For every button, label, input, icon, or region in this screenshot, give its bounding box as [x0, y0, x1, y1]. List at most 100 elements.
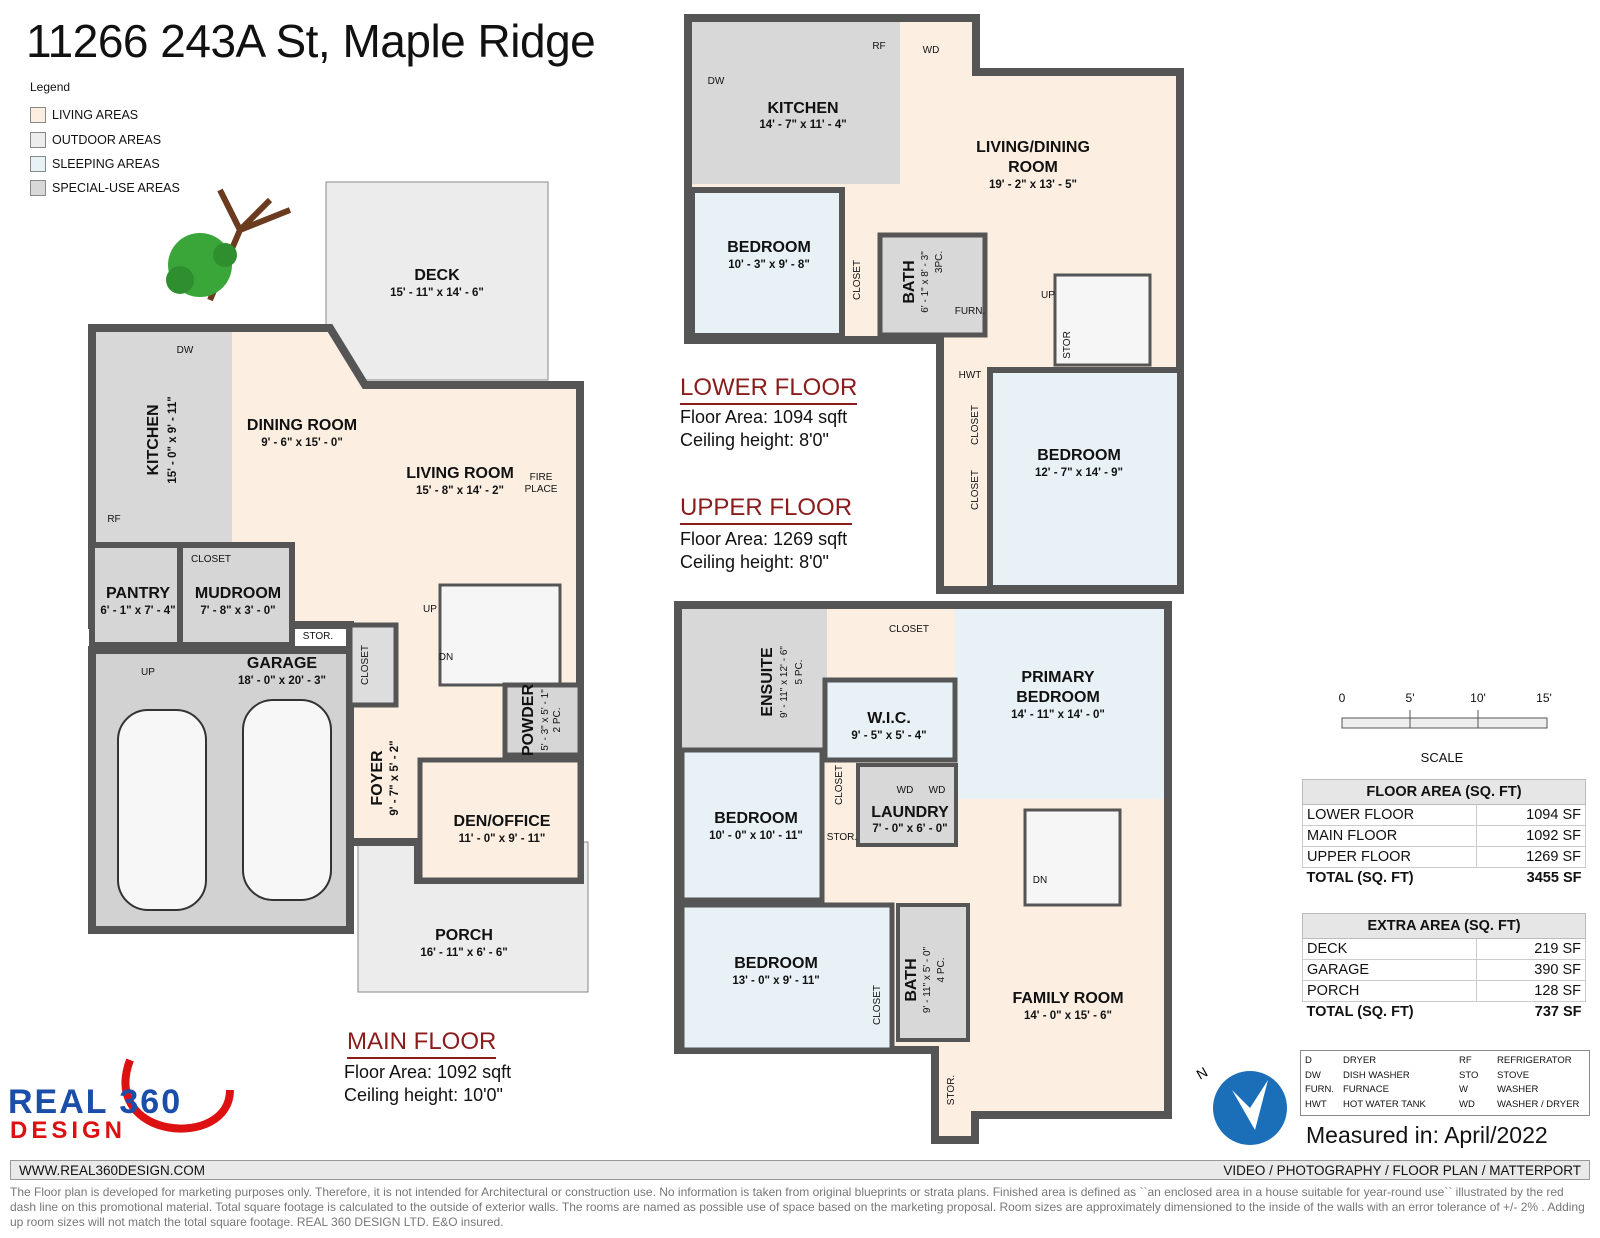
legend-special: SPECIAL-USE AREAS [30, 180, 180, 196]
legend-heading: Legend [30, 80, 71, 94]
bedroom-up1-name: BEDROOM [714, 810, 798, 827]
livingdining-name-2: ROOM [1008, 159, 1058, 176]
den-name: DEN/OFFICE [454, 813, 551, 830]
powder-extra: 2 PC. [552, 707, 563, 732]
legend-sleeping: SLEEPING AREAS [30, 156, 160, 172]
scale-bar [1341, 710, 1548, 729]
lower-rf-label: RF [872, 41, 885, 52]
fireplace-label-1: FIRE [530, 472, 553, 483]
laundry-name: LAUNDRY [871, 804, 949, 821]
laundry-dim: 7' - 0" x 6' - 0" [872, 823, 947, 835]
bedroom-lower1-dim: 10' - 3" x 9' - 8" [728, 259, 810, 271]
lower-floor-area: Floor Area: 1094 sqft [680, 407, 848, 427]
main-stor-label: STOR. [303, 631, 333, 642]
lower-floor-heading: LOWER FLOOR [680, 374, 858, 405]
bath-up-extra: 4 PC. [936, 957, 947, 982]
primary-name-1: PRIMARY [1021, 669, 1095, 686]
lower-closet-2-label: CLOSET [970, 405, 981, 445]
scale-tick-5: 5' [1406, 691, 1415, 705]
compass-label: N [1194, 1064, 1211, 1083]
upper-stor-label: STOR. [827, 832, 857, 843]
tree-icon [166, 188, 292, 302]
lower-up-label: UP [1041, 290, 1055, 301]
fireplace-label-2: PLACE [525, 484, 558, 495]
disclaimer: The Floor plan is developed for marketin… [10, 1185, 1585, 1229]
family-name: FAMILY ROOM [1012, 990, 1123, 1007]
foyer-name: FOYER [369, 750, 386, 806]
scale-tick-10: 10' [1470, 691, 1486, 705]
upper-wd-label-1: WD [897, 785, 914, 796]
kitchen-lower-name: KITCHEN [767, 100, 838, 117]
upper-floor-plan [674, 601, 1172, 1144]
pantry-dim: 6' - 1" x 7' - 4" [100, 605, 175, 617]
livingdining-name-1: LIVING/DINING [976, 139, 1090, 156]
logo-line-2: DESIGN [10, 1117, 126, 1144]
garage-name: GARAGE [247, 655, 318, 672]
compass-icon [1213, 1071, 1287, 1145]
main-floor-heading: MAIN FLOOR [347, 1028, 497, 1059]
pantry-name: PANTRY [106, 585, 170, 602]
ensuite-dim: 9' - 11" x 12' - 6" [779, 646, 790, 718]
powder-name: POWDER [520, 684, 537, 756]
bath-lower-name: BATH [901, 260, 918, 303]
extra-area-heading: EXTRA AREA (SQ. FT) [1302, 913, 1586, 939]
kitchen-lower-dim: 14' - 7" x 11' - 4" [759, 119, 846, 131]
dining-name: DINING ROOM [247, 417, 357, 434]
living-dim: 15' - 8" x 14' - 2" [416, 485, 504, 497]
mudroom-name: MUDROOM [195, 585, 281, 602]
bedroom-lower2-name: BEDROOM [1037, 447, 1121, 464]
primary-name-2: BEDROOM [1016, 689, 1100, 706]
bath-lower-dim: 6' - 1" x 8' - 3" [920, 251, 931, 313]
ensuite-extra: 5 PC. [794, 659, 805, 684]
legend-outdoor: OUTDOOR AREAS [30, 132, 161, 148]
main-up-label: UP [423, 604, 437, 615]
scale-tick-15: 15' [1536, 691, 1552, 705]
services-text: VIDEO / PHOTOGRAPHY / FLOOR PLAN / MATTE… [1223, 1162, 1581, 1178]
upper-closet-3-label: CLOSET [872, 985, 883, 1025]
wic-dim: 9' - 5" x 5' - 4" [851, 730, 926, 742]
hwt-label: HWT [959, 370, 982, 381]
upper-closet-label: CLOSET [889, 624, 929, 635]
main-dn-label: DN [439, 652, 453, 663]
livingdining-dim: 19' - 2" x 13' - 5" [989, 179, 1077, 191]
scale-tick-0: 0 [1339, 691, 1346, 705]
main-floor-ceiling: Ceiling height: 10'0" [344, 1085, 503, 1105]
lower-closet-label: CLOSET [852, 260, 863, 300]
garage-dim: 18' - 0" x 20' - 3" [238, 675, 326, 687]
bedroom-lower1-name: BEDROOM [727, 239, 811, 256]
dining-dim: 9' - 6" x 15' - 0" [261, 437, 343, 449]
ensuite-name: ENSUITE [759, 647, 776, 717]
upper-stor-2-label: STOR. [946, 1075, 957, 1105]
bath-lower-extra: 3PC. [934, 251, 945, 273]
table-total-row: TOTAL (SQ. FT)737 SF [1306, 1004, 1582, 1020]
lower-closet-3-label: CLOSET [970, 470, 981, 510]
mudroom-closet-label: CLOSET [191, 554, 231, 565]
main-floor-area: Floor Area: 1092 sqft [344, 1062, 512, 1082]
lower-wd-label: WD [923, 45, 940, 56]
deck-dim: 15' - 11" x 14' - 6" [390, 287, 484, 299]
bedroom-up2-name: BEDROOM [734, 955, 818, 972]
website-link[interactable]: WWW.REAL360DESIGN.COM [19, 1162, 206, 1178]
legend-living: LIVING AREAS [30, 107, 138, 123]
foyer-closet-label: CLOSET [360, 645, 371, 685]
furn-label: FURN. [955, 306, 986, 317]
porch-dim: 16' - 11" x 6' - 6" [420, 947, 507, 959]
main-dw-label: DW [177, 345, 194, 356]
kitchen-main-name: KITCHEN [145, 404, 162, 475]
upper-floor-area: Floor Area: 1269 sqft [680, 529, 848, 549]
lower-floor-plan [684, 14, 1184, 594]
lower-stor-label: STOR [1062, 331, 1073, 359]
lower-dw-label: DW [708, 76, 725, 87]
den-dim: 11' - 0" x 9' - 11" [459, 833, 546, 845]
page-title: 11266 243A St, Maple Ridge [26, 15, 596, 67]
logo-swoosh [121, 1058, 234, 1133]
bath-up-dim: 9' - 11" x 5' - 0" [922, 946, 933, 1013]
wic-name: W.I.C. [867, 710, 911, 727]
